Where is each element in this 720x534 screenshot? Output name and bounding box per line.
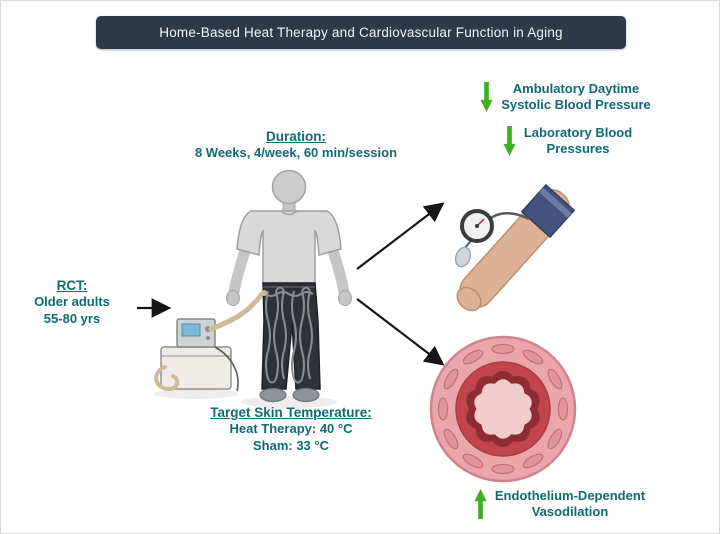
target-temperature-line1: Heat Therapy: 40 °C — [229, 421, 353, 437]
target-temperature-heading: Target Skin Temperature: — [210, 405, 372, 420]
rct-block: RCT: Older adults 55-80 yrs — [7, 277, 137, 328]
down-arrow-icon — [480, 82, 493, 113]
duration-block: Duration: 8 Weeks, 4/week, 60 min/sessio… — [171, 128, 421, 162]
right-arrow-icon — [137, 298, 172, 318]
duration-detail: 8 Weeks, 4/week, 60 min/session — [194, 145, 398, 161]
person-shirt — [236, 210, 342, 284]
connector-arrows — [356, 202, 445, 366]
blood-vessel-cross-section-icon — [429, 335, 577, 483]
arrow-to-vessel — [356, 298, 445, 366]
outcome-laboratory-bp: Laboratory Blood Pressures — [451, 125, 683, 158]
target-temperature-block: Target Skin Temperature: Heat Therapy: 4… — [166, 404, 416, 455]
up-arrow-icon — [474, 489, 487, 520]
arrow-to-blood-pressure — [356, 202, 445, 270]
outcome-laboratory-line2: Pressures — [546, 141, 610, 157]
water-perfused-pants — [261, 282, 321, 390]
vessel-outer-cells — [437, 343, 569, 475]
outcome-vasodilation-line1: Endothelium-Dependent — [494, 488, 646, 503]
title-text: Home-Based Heat Therapy and Cardiovascul… — [159, 25, 563, 40]
person-head — [271, 169, 307, 205]
rct-line2: 55-80 yrs — [43, 310, 101, 326]
rct-line1: Older adults — [34, 294, 110, 310]
down-arrow-icon — [503, 126, 516, 157]
title-banner: Home-Based Heat Therapy and Cardiovascul… — [96, 16, 626, 49]
outcome-ambulatory-line1: Ambulatory Daytime — [512, 81, 640, 96]
blood-pressure-cuff-arm-icon — [454, 183, 576, 312]
bp-bulb — [454, 246, 472, 268]
outcome-ambulatory-line2: Systolic Blood Pressure — [501, 97, 651, 113]
target-temperature-line2: Sham: 33 °C — [252, 437, 329, 453]
person-water-perfused-pants-icon — [154, 169, 352, 408]
duration-heading: Duration: — [266, 129, 326, 144]
outcome-ambulatory-bp: Ambulatory Daytime Systolic Blood Pressu… — [437, 81, 693, 114]
rct-heading: RCT: — [56, 278, 88, 293]
water-hose — [208, 291, 265, 332]
bp-cuff — [520, 183, 576, 239]
water-bath — [160, 346, 232, 390]
pants-tubing — [264, 286, 314, 384]
outcome-vasodilation: Endothelium-Dependent Vasodilation — [419, 488, 699, 521]
outcome-laboratory-line1: Laboratory Blood — [523, 125, 633, 140]
outcome-vasodilation-line2: Vasodilation — [531, 504, 609, 520]
